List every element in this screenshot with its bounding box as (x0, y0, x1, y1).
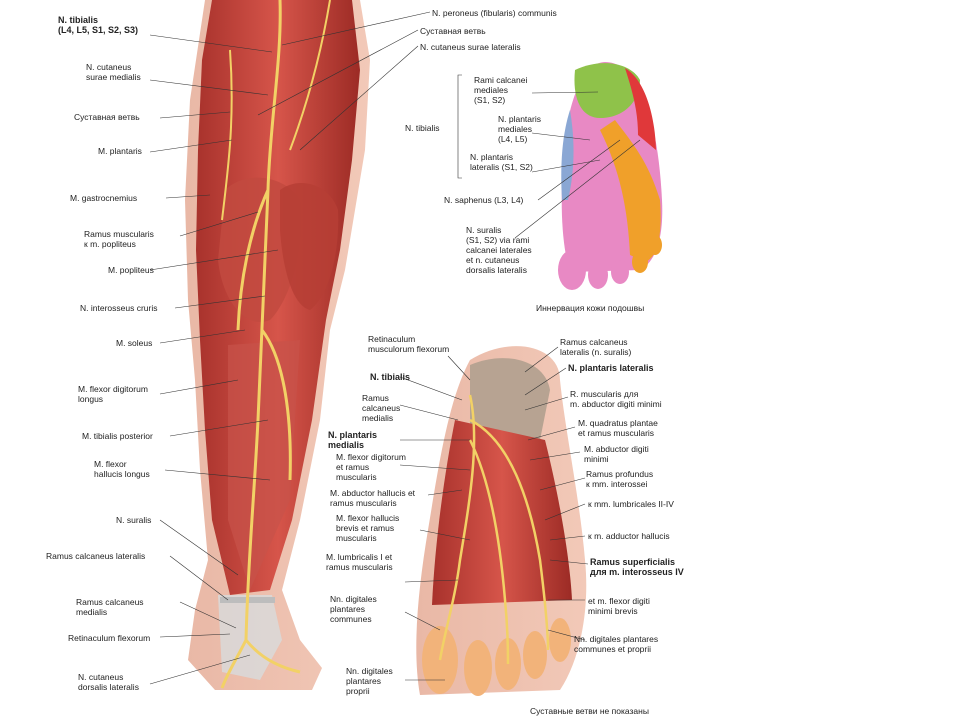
foot-illustration (416, 346, 587, 696)
leg-label-m-popliteus: M. popliteus (108, 265, 154, 275)
leg-label-m-flexor-digitorum-longus: M. flexor digitorum longus (78, 384, 148, 404)
foot-label-m-quadratus-plantae: M. quadratus plantae et ramus muscularis (578, 418, 658, 438)
leg-label-ramus-muscularis-popliteus: Ramus muscularis к m. popliteus (84, 229, 154, 249)
foot-label-ramus-calcaneus-lateralis: Ramus calcaneus lateralis (n. suralis) (560, 337, 632, 357)
sole-label-n-saphenus: N. saphenus (L3, L4) (444, 195, 524, 205)
leg-label-n-cutaneus-surae-lateralis: N. cutaneus surae lateralis (420, 42, 521, 52)
leg-label-m-tibialis-posterior: M. tibialis posterior (82, 431, 153, 441)
leg-label-m-soleus: M. soleus (116, 338, 153, 348)
foot-label-nn-digitales-proprii: Nn. digitales plantares proprii (346, 666, 393, 696)
foot-label-r-muscularis-abductor-digiti-minimi: R. muscularis для m. abductor digiti min… (570, 389, 662, 409)
sole-label-n-plantaris-medialis: N. plantaris mediales (L4, L5) (498, 114, 541, 144)
sole-label-n-tibialis: N. tibialis (405, 123, 440, 133)
foot-label-m-flexor-digiti-minimi-brevis: et m. flexor digiti minimi brevis (588, 596, 650, 616)
foot-label-m-flexor-digitorum: M. flexor digitorum et ramus muscularis (336, 452, 406, 482)
sole-innervation-map (558, 62, 663, 290)
foot-label-nn-digitales-communes: Nn. digitales plantares communes (330, 594, 377, 624)
foot-label-nn-digitales-communes-proprii: Nn. digitales plantares communes et prop… (574, 634, 659, 654)
foot-leader-lines (399, 346, 589, 681)
leg-label-ramus-calcaneus-lateralis: Ramus calcaneus lateralis (46, 551, 146, 561)
foot-label-n-plantaris-medialis: N. plantaris medialis (328, 430, 378, 450)
foot-label-m-abductor-hallucis: M. abductor hallucis et ramus muscularis (330, 488, 416, 508)
leg-label-m-plantaris: M. plantaris (98, 146, 142, 156)
foot-caption: Суставные ветви не показаны (530, 706, 649, 716)
foot-label-retinaculum-musculorum-flexorum: Retinaculum musculorum flexorum (368, 334, 450, 354)
sole-map-caption: Иннервация кожи подошвы (536, 303, 645, 313)
leg-label-n-cutaneus-surae-medialis: N. cutaneus surae medialis (86, 62, 141, 82)
leg-label-articular-branch-right: Суставная ветвь (420, 26, 486, 36)
leg-label-ramus-calcaneus-medialis: Ramus calcaneus medialis (76, 597, 144, 617)
foot-label-mm-lumbricales: к mm. lumbricales II-IV (588, 499, 674, 509)
sole-label-n-suralis: N. suralis (S1, S2) via rami calcanei la… (466, 225, 532, 275)
leg-label-n-peroneus-communis: N. peroneus (fibularis) communis (432, 8, 557, 18)
leg-label-m-gastrocnemius: M. gastrocnemius (70, 193, 138, 203)
leg-label-retinaculum-flexorum: Retinaculum flexorum (68, 633, 151, 643)
foot-label-m-adductor-hallucis: к m. adductor hallucis (588, 531, 670, 541)
foot-label-ramus-superficialis: Ramus superficialis для m. interosseus I… (590, 557, 684, 577)
sole-leader-lines (457, 74, 641, 239)
leg-label-n-interosseus-cruris: N. interosseus cruris (80, 303, 158, 313)
leg-illustration (185, 0, 370, 690)
leg-label-n-tibialis: N. tibialis (L4, L5, S1, S2, S3) (58, 15, 139, 35)
leg-leader-lines (149, 11, 431, 685)
sole-label-n-plantaris-lateralis: N. plantaris lateralis (S1, S2) (470, 152, 533, 172)
leg-label-n-cutaneus-dorsalis-lateralis: N. cutaneus dorsalis lateralis (78, 672, 139, 692)
foot-label-m-lumbricalis-i: M. lumbricalis I et ramus muscularis (326, 552, 393, 572)
leg-label-articular-branch: Суставная ветвь (74, 112, 140, 122)
foot-label-m-abductor-digiti-minimi: M. abductor digiti minimi (584, 444, 649, 464)
sole-toes (558, 235, 662, 290)
foot-label-n-plantaris-lateralis: N. plantaris lateralis (568, 363, 654, 373)
foot-label-n-tibialis: N. tibialis (370, 372, 411, 382)
foot-label-ramus-profundus: Ramus profundus к mm. interossei (586, 469, 654, 489)
foot-label-m-flexor-hallucis-brevis: M. flexor hallucis brevis et ramus muscu… (336, 513, 400, 543)
sole-label-rami-calcanei-mediales: Rami calcanei mediales (S1, S2) (474, 75, 528, 105)
foot-label-ramus-calcaneus-medialis: Ramus calcaneus medialis (362, 393, 401, 423)
leg-label-m-flexor-hallucis-longus: M. flexor hallucis longus (94, 459, 150, 479)
leg-label-n-suralis: N. suralis (116, 515, 152, 525)
